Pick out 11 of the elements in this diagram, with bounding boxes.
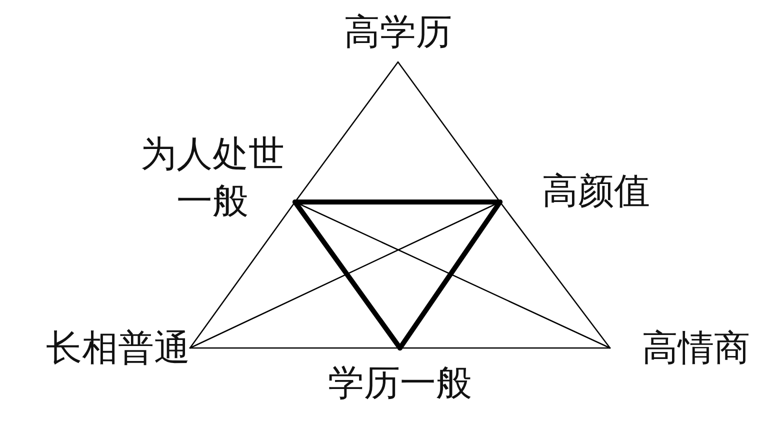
- line: [499, 201, 611, 349]
- thick-line: [292, 200, 402, 350]
- line: [189, 201, 296, 349]
- vertex-label: 为人处世一般: [140, 133, 286, 224]
- vertex-label: 高颜值: [542, 170, 650, 214]
- vertex-label: 长相普通: [46, 326, 190, 371]
- thick-line: [292, 200, 502, 204]
- vertex-label: 学历一般: [328, 362, 472, 406]
- vertex-label: 高学历: [344, 11, 452, 55]
- vertex-label: 高情商: [642, 326, 750, 371]
- thick-line: [398, 200, 502, 350]
